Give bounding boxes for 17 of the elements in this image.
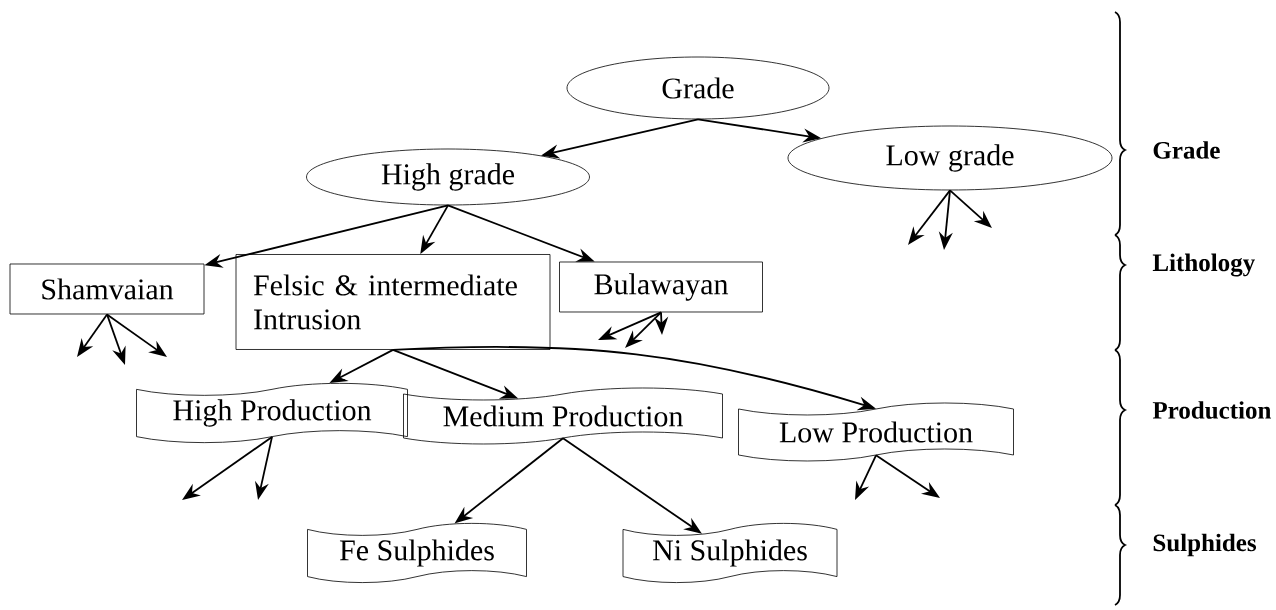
arrow bbox=[625, 311, 662, 348]
arrow bbox=[949, 189, 992, 228]
level-label: Grade bbox=[1153, 141, 1220, 159]
box-node: Bulawayan bbox=[559, 261, 763, 313]
level-label: Lithology bbox=[1152, 253, 1255, 277]
tape-node: High Production bbox=[136, 382, 408, 444]
ellipse-node: Low grade bbox=[787, 125, 1113, 191]
level-label: Production bbox=[1152, 401, 1271, 419]
ellipse-node: Grade bbox=[566, 56, 830, 120]
tape-node: Low Production bbox=[738, 402, 1014, 462]
tape-node: Fe Sulphides bbox=[307, 523, 527, 583]
tape-node: Ni Sulphides bbox=[622, 523, 838, 583]
box-node: Felsic & intermediate Intrusion bbox=[235, 254, 551, 350]
box-node: Shamvaian bbox=[9, 263, 205, 315]
ellipse-node: High grade bbox=[306, 148, 590, 206]
level-label: Sulphides bbox=[1153, 533, 1257, 557]
tape-node: Medium Production bbox=[403, 387, 723, 445]
